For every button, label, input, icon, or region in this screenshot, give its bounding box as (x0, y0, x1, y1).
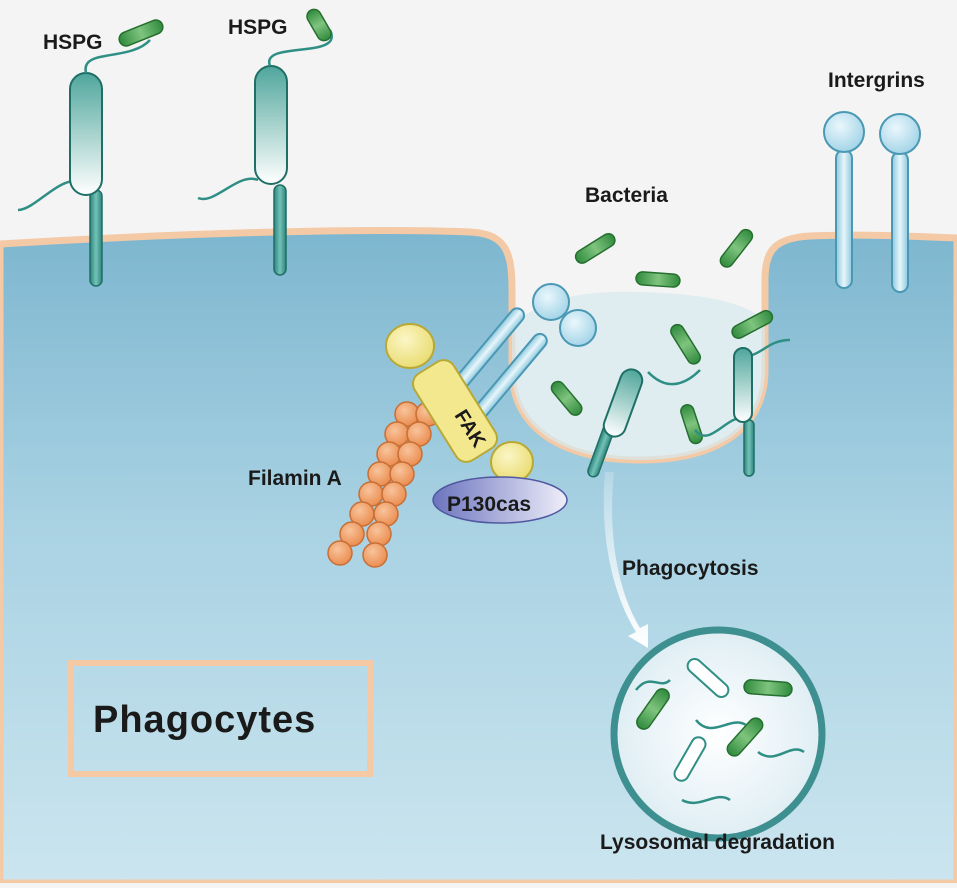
hspg-label-left: HSPG (43, 31, 103, 54)
p130cas-label: P130cas (447, 493, 531, 516)
bacteria-free (574, 228, 754, 288)
phagocytes-box (68, 660, 373, 777)
bacteria-label: Bacteria (585, 184, 668, 207)
integrins-label: Intergrins (828, 69, 925, 92)
hspg-receptor-right (197, 8, 333, 276)
hspg-receptor-left (17, 19, 164, 287)
fak-protein (385, 323, 534, 483)
p130cas-protein (432, 476, 568, 524)
integrin-right-pair (823, 111, 921, 293)
lysosome (610, 626, 826, 842)
phagocytosis-arrow (603, 472, 648, 648)
hspg-in-cup (587, 347, 755, 478)
filamin-a-label: Filamin A (248, 467, 342, 490)
phagocytes-label: Phagocytes (93, 699, 316, 741)
phagocyte-cell (0, 227, 957, 887)
phagocytosis-label: Phagocytosis (622, 557, 759, 580)
bacteria-in-cup (550, 309, 791, 445)
lysosomal-degradation-label: Lysosomal degradation (600, 831, 835, 854)
hspg-label-right: HSPG (228, 16, 288, 39)
